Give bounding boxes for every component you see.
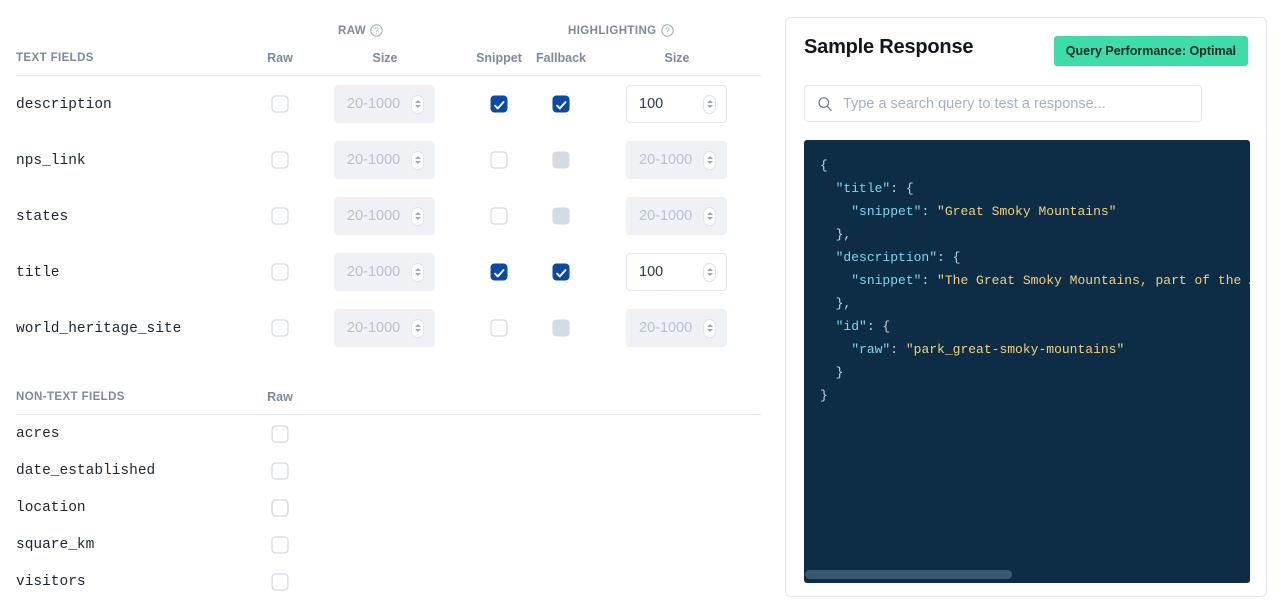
field-name: acres <box>16 426 60 442</box>
scrollbar-thumb[interactable] <box>805 570 1012 579</box>
snippet-checkbox[interactable] <box>490 151 508 169</box>
divider <box>16 75 761 76</box>
raw-checkbox[interactable] <box>271 536 289 554</box>
raw-checkbox[interactable] <box>271 151 289 169</box>
stepper-icon[interactable] <box>411 206 424 226</box>
search-icon <box>817 96 833 112</box>
group-header-highlighting-label: HIGHLIGHTING <box>568 25 657 37</box>
divider <box>16 414 761 415</box>
raw-size-input[interactable]: 20-1000 <box>334 197 435 235</box>
column-header-raw: Raw <box>267 51 293 65</box>
field-name: location <box>16 500 86 516</box>
stepper-icon[interactable] <box>411 262 424 282</box>
highlight-size-value: 20-1000 <box>639 152 693 168</box>
highlight-size-input: 20-1000 <box>626 309 727 347</box>
highlight-size-value: 100 <box>639 96 664 112</box>
column-header-snippet: Snippet <box>476 51 522 65</box>
sample-response-card: Sample Response Query Performance: Optim… <box>785 17 1267 597</box>
snippet-checkbox[interactable] <box>490 207 508 225</box>
group-header-raw: RAW ? <box>338 24 383 37</box>
field-name: title <box>16 265 60 281</box>
fallback-checkbox[interactable] <box>552 263 570 281</box>
stepper-icon <box>703 206 716 226</box>
field-name: states <box>16 209 69 225</box>
raw-size-value: 20-1000 <box>347 152 401 168</box>
raw-size-input[interactable]: 20-1000 <box>334 253 435 291</box>
snippet-checkbox[interactable] <box>490 263 508 281</box>
raw-size-value: 20-1000 <box>347 208 401 224</box>
highlight-size-input[interactable]: 100 <box>626 253 727 291</box>
response-code-block: { "title": { "snippet": "Great Smoky Mou… <box>804 140 1250 583</box>
raw-checkbox[interactable] <box>271 207 289 225</box>
horizontal-scrollbar[interactable] <box>804 570 1250 579</box>
fallback-checkbox <box>552 207 570 225</box>
raw-checkbox[interactable] <box>271 499 289 517</box>
stepper-icon <box>703 318 716 338</box>
status-badge: Query Performance: Optimal <box>1053 36 1248 66</box>
raw-checkbox[interactable] <box>271 319 289 337</box>
raw-size-input[interactable]: 20-1000 <box>334 85 435 123</box>
group-header-raw-label: RAW <box>338 25 367 37</box>
response-json: { "title": { "snippet": "Great Smoky Mou… <box>820 158 1250 403</box>
raw-checkbox[interactable] <box>271 425 289 443</box>
field-name: square_km <box>16 537 95 553</box>
raw-size-input[interactable]: 20-1000 <box>334 141 435 179</box>
highlight-size-input: 20-1000 <box>626 141 727 179</box>
raw-size-value: 20-1000 <box>347 264 401 280</box>
page-title: Sample Response <box>804 36 974 58</box>
section-header-text-fields: TEXT FIELDS <box>16 52 94 64</box>
highlight-size-value: 100 <box>639 264 664 280</box>
stepper-icon[interactable] <box>411 318 424 338</box>
raw-checkbox[interactable] <box>271 462 289 480</box>
raw-checkbox[interactable] <box>271 573 289 591</box>
snippet-checkbox[interactable] <box>490 319 508 337</box>
field-name: date_established <box>16 463 156 479</box>
fallback-checkbox <box>552 151 570 169</box>
highlight-size-value: 20-1000 <box>639 320 693 336</box>
svg-text:?: ? <box>374 26 379 35</box>
field-name: description <box>16 97 112 113</box>
help-circle-icon[interactable]: ? <box>660 24 674 37</box>
column-header-fallback: Fallback <box>535 51 587 65</box>
search-placeholder: Type a search query to test a response..… <box>843 95 1106 112</box>
raw-size-value: 20-1000 <box>347 320 401 336</box>
svg-text:?: ? <box>665 26 670 35</box>
field-settings-pane: RAW ? HIGHLIGHTING ? TEXT FIELDS Raw Siz… <box>16 24 761 591</box>
fallback-checkbox[interactable] <box>552 95 570 113</box>
column-header-non-text-raw: Raw <box>267 390 293 404</box>
field-name: visitors <box>16 574 86 590</box>
highlight-size-value: 20-1000 <box>639 208 693 224</box>
raw-checkbox[interactable] <box>271 263 289 281</box>
group-header-highlighting: HIGHLIGHTING ? <box>568 24 674 37</box>
column-header-highlight-size: Size <box>664 51 690 65</box>
column-header-raw-size: Size <box>372 51 398 65</box>
raw-size-value: 20-1000 <box>347 96 401 112</box>
section-header-non-text-fields: NON-TEXT FIELDS <box>16 391 125 403</box>
search-input[interactable]: Type a search query to test a response..… <box>804 85 1202 122</box>
stepper-icon[interactable] <box>411 94 424 114</box>
help-circle-icon[interactable]: ? <box>370 24 383 37</box>
field-name: world_heritage_site <box>16 321 182 337</box>
fallback-checkbox <box>552 319 570 337</box>
stepper-icon[interactable] <box>703 94 716 114</box>
raw-size-input[interactable]: 20-1000 <box>334 309 435 347</box>
stepper-icon[interactable] <box>703 262 716 282</box>
highlight-size-input[interactable]: 100 <box>626 85 727 123</box>
stepper-icon[interactable] <box>411 150 424 170</box>
field-name: nps_link <box>16 153 86 169</box>
stepper-icon <box>703 150 716 170</box>
highlight-size-input: 20-1000 <box>626 197 727 235</box>
raw-checkbox[interactable] <box>271 95 289 113</box>
snippet-checkbox[interactable] <box>490 95 508 113</box>
